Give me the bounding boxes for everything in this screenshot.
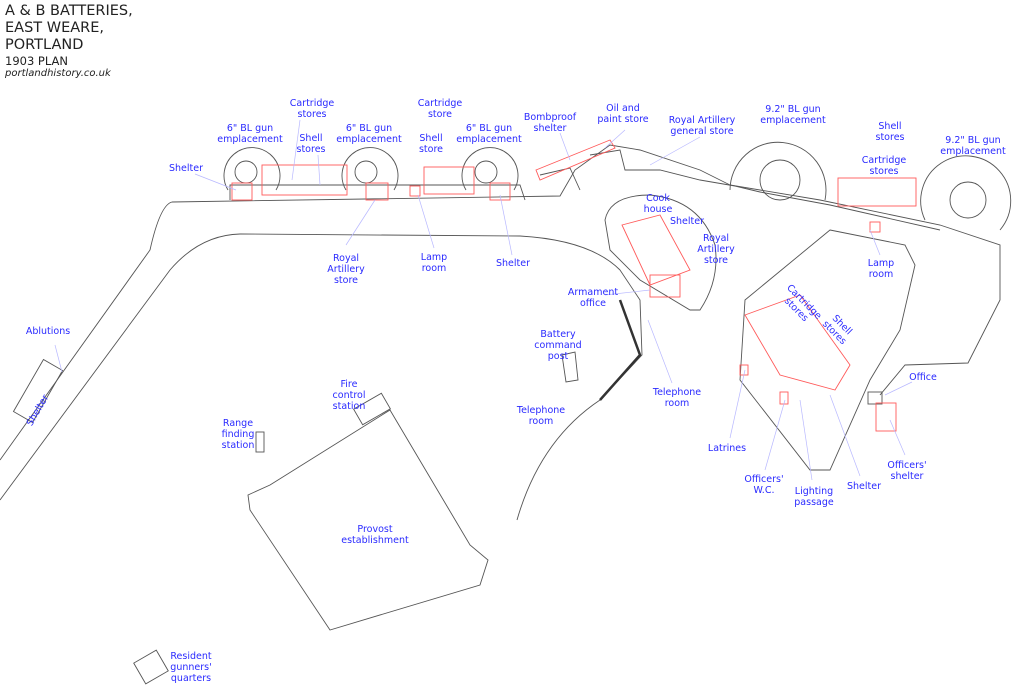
label-telephone-room: Telephone room xyxy=(652,387,702,409)
label-office: Office xyxy=(909,372,937,383)
label-latrines: Latrines xyxy=(707,443,747,454)
label-shell-stores: Shell stores xyxy=(296,133,326,155)
main-enclosure xyxy=(739,229,916,471)
label-92in-gun-emplacement: 9.2" BL gun emplacement xyxy=(940,135,1006,157)
label-shelter: Shelter xyxy=(168,163,204,174)
fire-control-building xyxy=(353,392,391,426)
label-shelter: Shelter xyxy=(669,216,705,227)
title-line: PORTLAND xyxy=(5,37,84,53)
title-line: EAST WEARE, xyxy=(5,20,105,36)
label-cook-house: Cook house xyxy=(643,193,673,215)
provost-establishment xyxy=(247,409,489,631)
label-resident-gunners-quarters: Resident gunners' quarters xyxy=(170,651,212,684)
gun-emplacement-6in xyxy=(223,147,519,191)
label-ra-store: Royal Artillery store xyxy=(327,253,365,286)
office-building xyxy=(867,391,883,405)
label-ablutions: Ablutions xyxy=(25,326,71,337)
map-title-block: A & B BATTERIES, EAST WEARE, PORTLAND 19… xyxy=(5,3,133,80)
label-lighting-passage: Lighting passage xyxy=(794,486,834,508)
boundary-line xyxy=(0,144,1001,461)
label-ra-store: Royal Artillery store xyxy=(697,233,735,266)
label-shell-store: Shell store xyxy=(418,133,444,155)
label-6in-gun-emplacement: 6" BL gun emplacement xyxy=(456,123,522,145)
source-credit: portlandhistory.co.uk xyxy=(5,68,111,79)
label-cartridge-store: Cartridge store xyxy=(417,98,463,120)
label-provost-establishment: Provost establishment xyxy=(341,524,409,546)
label-6in-gun-emplacement: 6" BL gun emplacement xyxy=(217,123,283,145)
label-6in-gun-emplacement: 6" BL gun emplacement xyxy=(336,123,402,145)
gun-emplacement-9in xyxy=(729,141,1012,231)
label-lamp-room: Lamp room xyxy=(867,258,895,280)
label-shelter: Shelter xyxy=(846,481,882,492)
telephone-trench xyxy=(599,299,642,401)
label-cartridge-stores: Cartridge stores xyxy=(289,98,335,120)
label-telephone-room: Telephone room xyxy=(516,405,566,427)
road-edge xyxy=(0,233,643,521)
label-range-finding-station: Range finding station xyxy=(221,418,255,451)
label-shelter: Shelter xyxy=(495,258,531,269)
label-fire-control-station: Fire control station xyxy=(332,379,366,412)
label-shell-stores: Shell stores xyxy=(875,121,905,143)
resident-gunners-quarters xyxy=(133,649,169,685)
label-lamp-room: Lamp room xyxy=(420,252,448,274)
label-cartridge-stores: Cartridge stores xyxy=(861,155,907,177)
label-officers-wc: Officers' W.C. xyxy=(744,474,784,496)
label-officers-shelter: Officers' shelter xyxy=(887,460,927,482)
range-finder xyxy=(255,431,265,453)
label-bombproof-shelter: Bombproof shelter xyxy=(523,112,577,134)
label-ra-general-store: Royal Artillery general store xyxy=(668,115,736,137)
magazine-buildings xyxy=(231,139,917,432)
battery-apron xyxy=(229,149,941,231)
battery-command-post xyxy=(561,351,579,383)
cook-house-enclosure xyxy=(604,194,717,311)
title-line: A & B BATTERIES, xyxy=(5,3,133,19)
label-armament-office: Armament office xyxy=(567,287,619,309)
plan-year: 1903 PLAN xyxy=(5,54,68,68)
label-92in-gun-emplacement: 9.2" BL gun emplacement xyxy=(760,104,826,126)
shelter-building xyxy=(12,358,64,424)
label-battery-command-post: Battery command post xyxy=(534,329,582,362)
label-oil-paint-store: Oil and paint store xyxy=(597,103,649,125)
leader-lines xyxy=(54,119,913,481)
